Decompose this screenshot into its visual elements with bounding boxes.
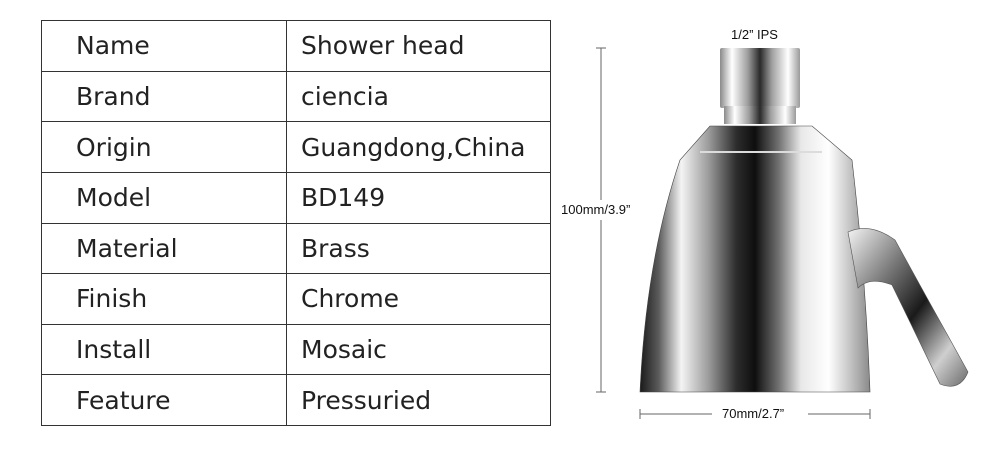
width-dimension-label: 70mm/2.7” bbox=[722, 406, 785, 421]
spec-key: Finish bbox=[41, 273, 287, 325]
connector-nut bbox=[720, 48, 800, 108]
shower-body bbox=[639, 125, 871, 393]
spec-value: Mosaic bbox=[286, 323, 551, 376]
spec-value: Brass bbox=[286, 222, 551, 275]
height-dimension-label: 100mm/3.9” bbox=[561, 202, 631, 217]
height-label-backdrop bbox=[560, 200, 650, 220]
shower-arm bbox=[847, 228, 969, 387]
spec-value: Pressuried bbox=[286, 374, 551, 426]
spec-value: Chrome bbox=[286, 273, 551, 325]
spec-key: Name bbox=[41, 20, 287, 72]
spec-value: Guangdong,China bbox=[286, 121, 551, 173]
connector-collar bbox=[724, 106, 796, 124]
connector-size-label: 1/2” IPS bbox=[731, 27, 778, 42]
spec-value: Shower head bbox=[286, 20, 551, 72]
spec-key: Brand bbox=[41, 70, 287, 123]
spec-key: Install bbox=[41, 323, 287, 376]
width-label-backdrop bbox=[712, 405, 808, 423]
